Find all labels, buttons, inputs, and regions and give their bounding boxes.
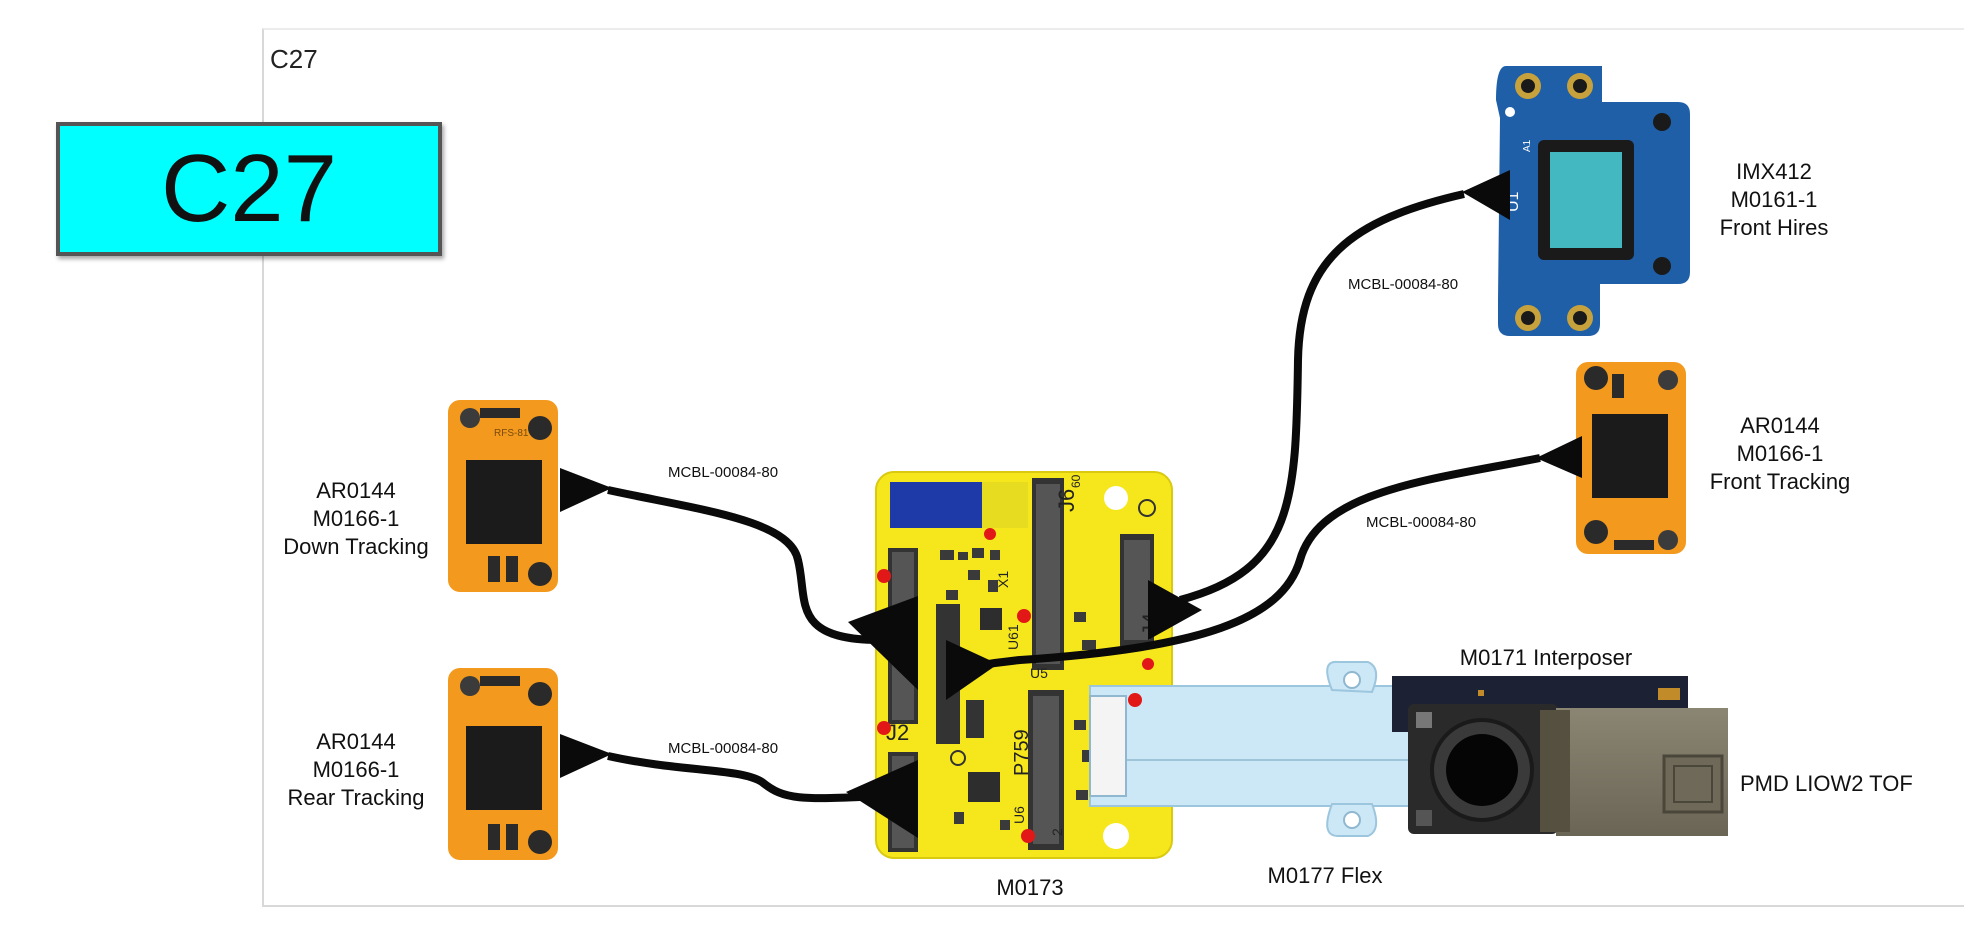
svg-text:60: 60 [1069, 474, 1083, 488]
mark-j2: J2 [886, 720, 909, 745]
front-hires-line1: IMX412 [1736, 159, 1812, 184]
svg-text:U5: U5 [1030, 665, 1048, 681]
cable-front-hires [1148, 170, 1510, 640]
front-hires-line3: Front Hires [1719, 215, 1829, 240]
front-tracking-line3: Front Tracking [1709, 469, 1851, 494]
label-tof: PMD LIOW2 TOF [1740, 771, 1913, 796]
label-interposer: M0171 Interposer [1459, 645, 1633, 670]
label-main-board: M0173 [996, 875, 1064, 900]
label-front-tracking: AR0144 M0166-1 Front Tracking [1690, 412, 1870, 496]
cable-label-down: MCBL-00084-80 [668, 464, 779, 481]
down-tracking-line2: M0166-1 [312, 506, 400, 531]
label-front-hires: IMX412 M0161-1 Front Hires [1694, 158, 1854, 242]
frame-label: C27 [270, 44, 318, 74]
cable-front-tracking [946, 436, 1582, 700]
cable-rear-tracking [560, 734, 918, 838]
cable-label-rear: MCBL-00084-80 [668, 740, 779, 757]
board-front-tracking [1576, 362, 1686, 554]
board-front-hires: U1 A1 [1496, 66, 1690, 336]
board-down-tracking: RFS-81 [448, 400, 558, 592]
cable-label-hires: MCBL-00084-80 [1348, 276, 1459, 293]
mark-j6: J6 [1054, 489, 1079, 512]
board-rear-tracking [448, 668, 558, 860]
down-tracking-line3: Down Tracking [283, 534, 429, 559]
svg-text:U61: U61 [1005, 624, 1021, 650]
label-flex: M0177 Flex [1267, 863, 1383, 888]
front-tracking-line1: AR0144 [1740, 413, 1820, 438]
cable-down-tracking [560, 468, 918, 690]
label-rear-tracking: AR0144 M0166-1 Rear Tracking [276, 728, 436, 812]
front-tracking-line2: M0166-1 [1736, 441, 1824, 466]
flex-m0177 [1089, 660, 1411, 837]
svg-text:RFS-81: RFS-81 [494, 428, 529, 439]
tof-module [1408, 704, 1728, 836]
svg-text:X1: X1 [995, 571, 1011, 588]
rear-tracking-line3: Rear Tracking [287, 785, 425, 810]
rear-tracking-line2: M0166-1 [312, 757, 400, 782]
front-hires-line2: M0161-1 [1730, 187, 1818, 212]
down-tracking-line1: AR0144 [316, 478, 396, 503]
diagram-frame [262, 28, 1964, 907]
label-down-tracking: AR0144 M0166-1 Down Tracking [276, 477, 436, 561]
cable-label-front-tracking: MCBL-00084-80 [1366, 514, 1477, 531]
svg-text:U6: U6 [1011, 806, 1027, 824]
svg-text:2: 2 [1049, 828, 1065, 836]
mark-p759: P759 [1011, 729, 1033, 776]
c27-badge: C27 [56, 122, 442, 256]
rear-tracking-line1: AR0144 [316, 729, 396, 754]
svg-text:A1: A1 [1522, 139, 1533, 152]
